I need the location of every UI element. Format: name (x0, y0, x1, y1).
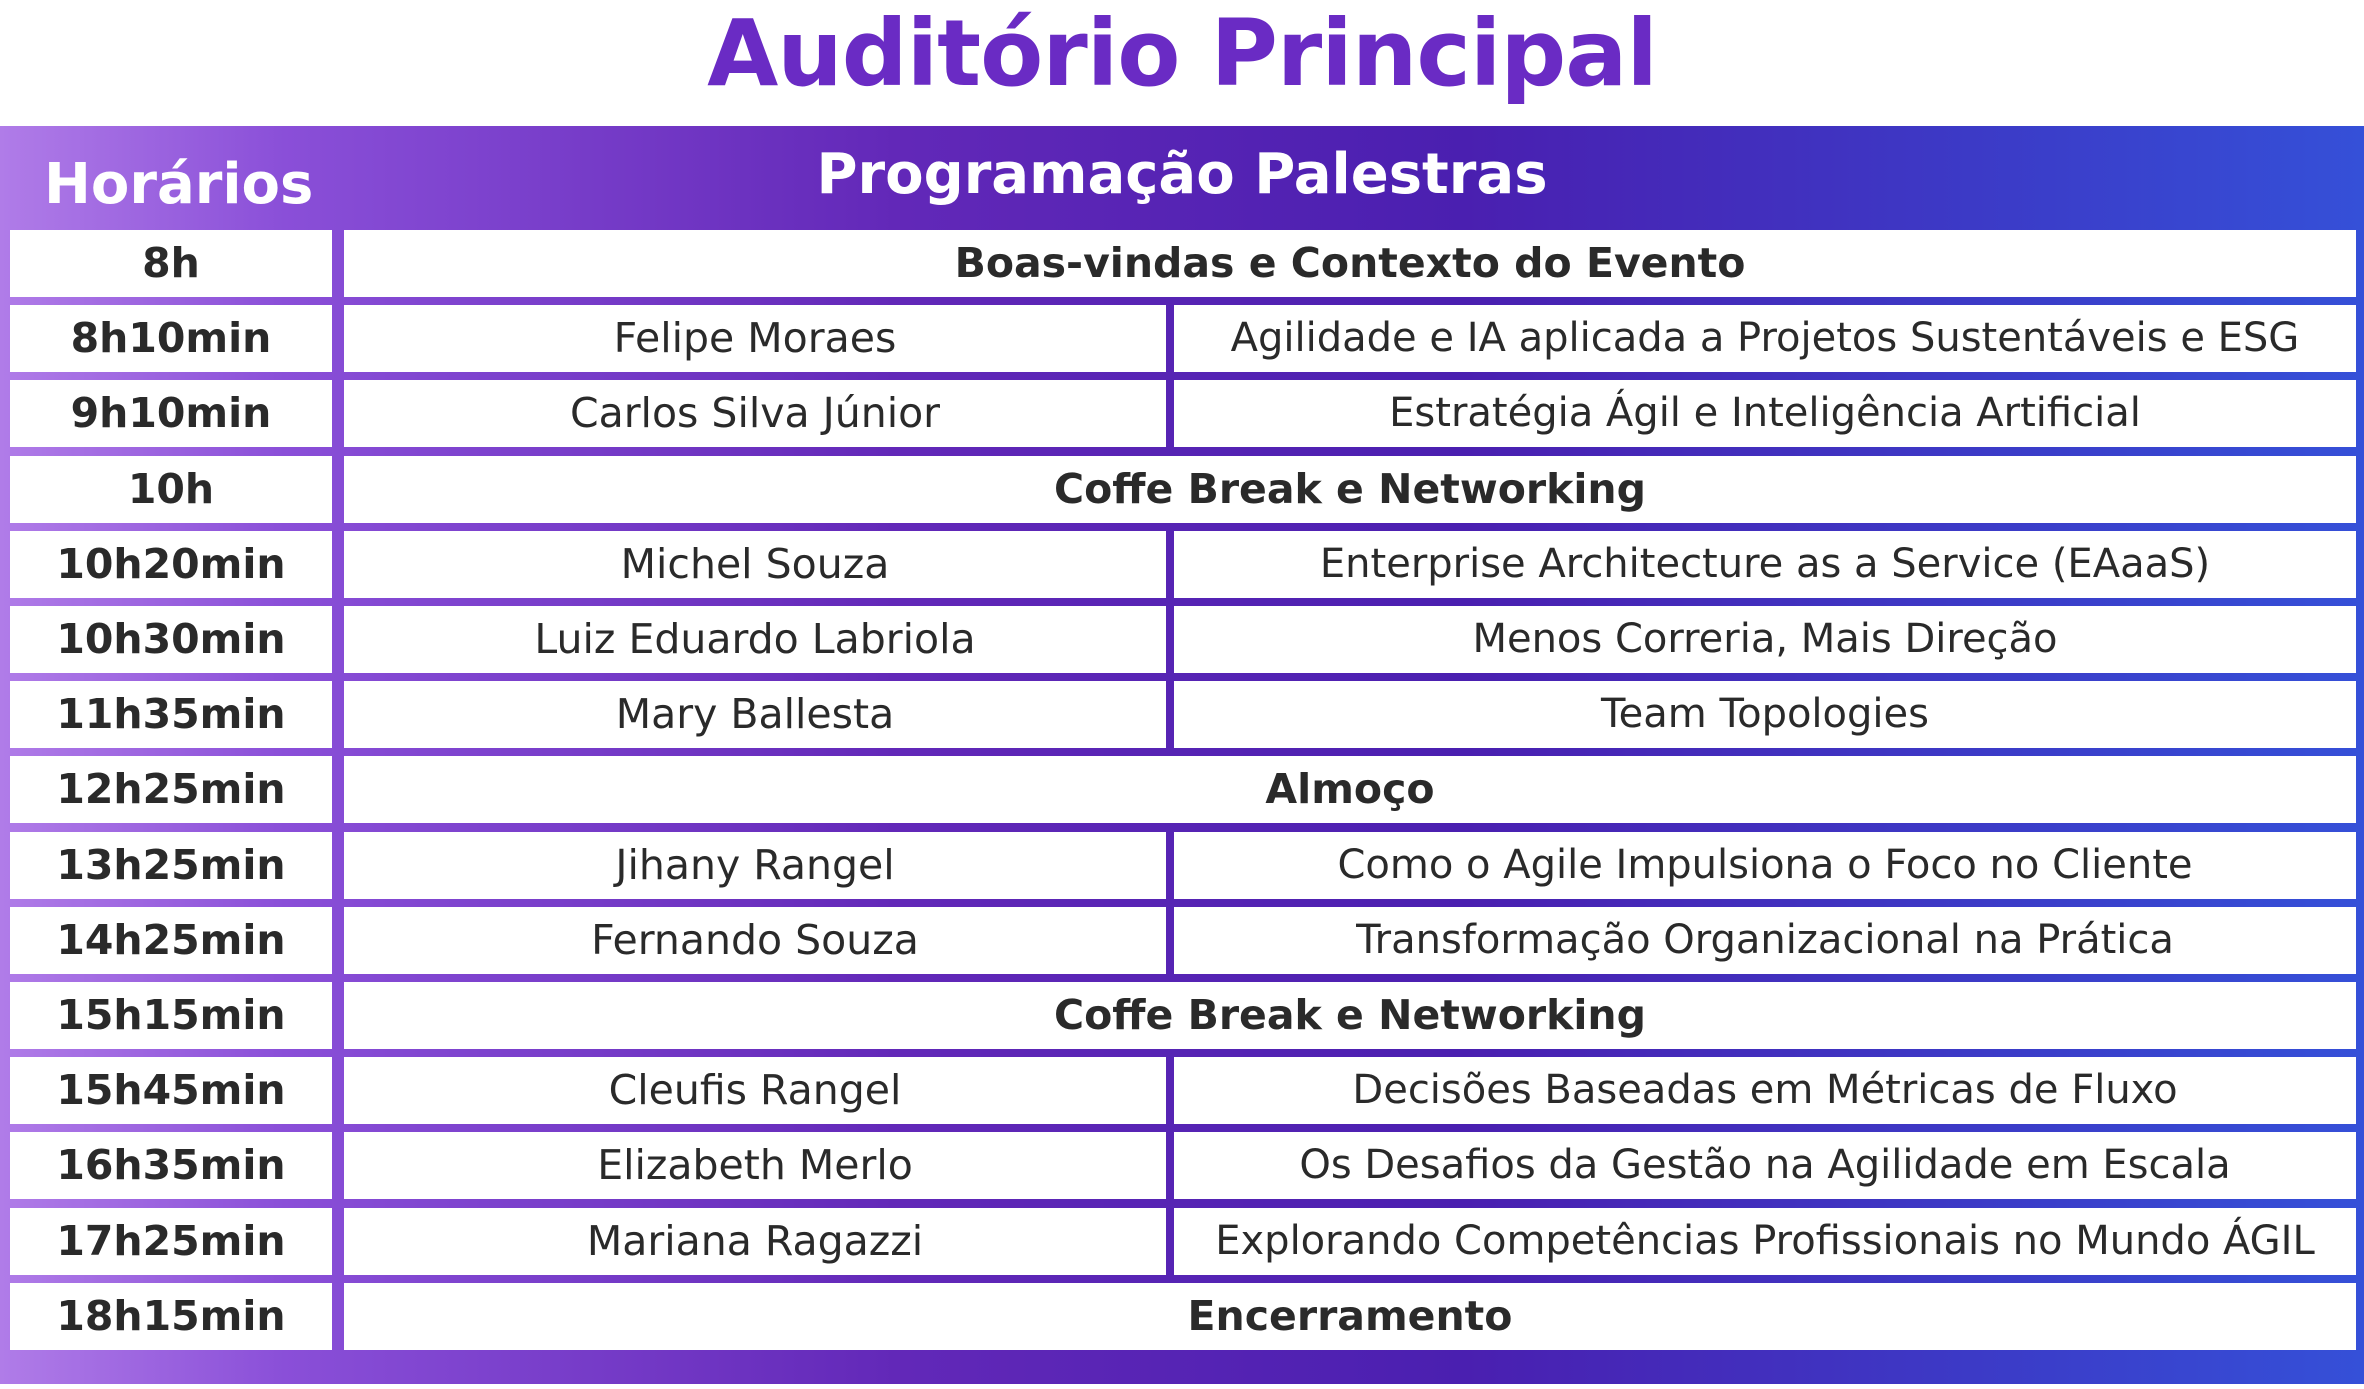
time-cell: 13h25min (10, 832, 332, 899)
talk-cell: Decisões Baseadas em Métricas de Fluxo (1174, 1057, 2356, 1124)
header-horarios: Horários (44, 152, 314, 217)
time-cell: 16h35min (10, 1132, 332, 1199)
time-cell: 8h10min (10, 305, 332, 372)
event-cell: Almoço (344, 756, 2356, 823)
speaker-cell: Cleufis Rangel (344, 1057, 1166, 1124)
time-cell: 17h25min (10, 1208, 332, 1275)
speaker-cell: Jihany Rangel (344, 832, 1166, 899)
talk-cell: Transformação Organizacional na Prática (1174, 907, 2356, 974)
talk-cell: Enterprise Architecture as a Service (EA… (1174, 531, 2356, 598)
time-cell: 9h10min (10, 380, 332, 447)
header-programacao: Programação Palestras (816, 142, 1548, 207)
time-cell: 15h45min (10, 1057, 332, 1124)
time-cell: 10h (10, 456, 332, 523)
time-cell: 12h25min (10, 756, 332, 823)
speaker-cell: Felipe Moraes (344, 305, 1166, 372)
event-cell: Boas-vindas e Contexto do Evento (344, 230, 2356, 297)
talk-cell: Team Topologies (1174, 681, 2356, 748)
time-cell: 14h25min (10, 907, 332, 974)
talk-cell: Agilidade e IA aplicada a Projetos Suste… (1174, 305, 2356, 372)
page-title: Auditório Principal (707, 0, 1658, 107)
speaker-cell: Carlos Silva Júnior (344, 380, 1166, 447)
time-cell: 8h (10, 230, 332, 297)
talk-cell: Menos Correria, Mais Direção (1174, 606, 2356, 673)
speaker-cell: Michel Souza (344, 531, 1166, 598)
talk-cell: Como o Agile Impulsiona o Foco no Client… (1174, 832, 2356, 899)
speaker-cell: Fernando Souza (344, 907, 1166, 974)
event-cell: Coffe Break e Networking (344, 456, 2356, 523)
table-header: Horários Programação Palestras (0, 126, 2364, 228)
speaker-cell: Luiz Eduardo Labriola (344, 606, 1166, 673)
speaker-cell: Mariana Ragazzi (344, 1208, 1166, 1275)
talk-cell: Explorando Competências Profissionais no… (1174, 1208, 2356, 1275)
time-cell: 10h30min (10, 606, 332, 673)
event-cell: Coffe Break e Networking (344, 982, 2356, 1049)
time-cell: 15h15min (10, 982, 332, 1049)
speaker-cell: Mary Ballesta (344, 681, 1166, 748)
event-cell: Encerramento (344, 1283, 2356, 1350)
time-cell: 10h20min (10, 531, 332, 598)
speaker-cell: Elizabeth Merlo (344, 1132, 1166, 1199)
time-cell: 18h15min (10, 1283, 332, 1350)
talk-cell: Os Desafios da Gestão na Agilidade em Es… (1174, 1132, 2356, 1199)
time-cell: 11h35min (10, 681, 332, 748)
talk-cell: Estratégia Ágil e Inteligência Artificia… (1174, 380, 2356, 447)
